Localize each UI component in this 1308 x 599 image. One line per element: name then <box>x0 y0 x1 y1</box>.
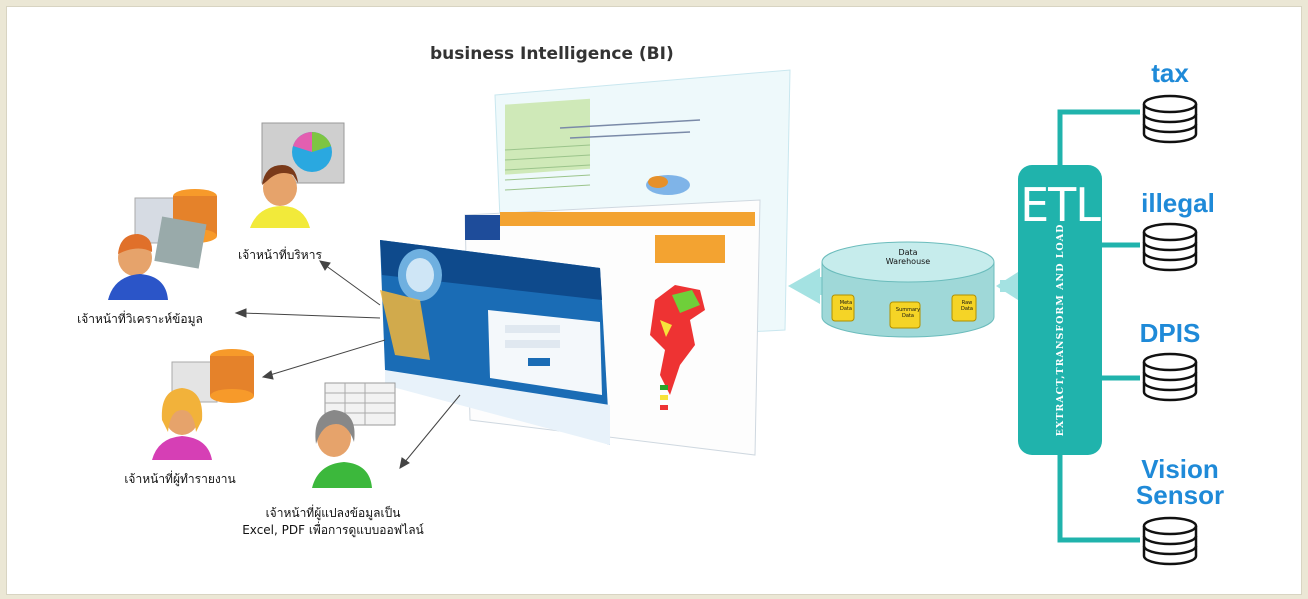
user-label-reporter: เจ้าหน้าที่ผู้ทำรายงาน <box>124 472 236 486</box>
warehouse-title: Data Warehouse <box>885 248 931 266</box>
source-connectors <box>1057 109 1140 543</box>
database-icon <box>1142 352 1198 402</box>
user-label-executive: เจ้าหน้าที่บริหาร <box>238 248 322 262</box>
data-warehouse-icon <box>821 241 995 338</box>
source-label-vision-sensor: Vision Sensor <box>1135 454 1225 510</box>
user-label-converter: เจ้าหน้าที่ผู้แปลงข้อมูลเป็น Excel, PDF … <box>242 506 424 537</box>
person-reporter <box>152 349 254 460</box>
source-label-illegal: illegal <box>1141 188 1215 218</box>
user-label-analyst: เจ้าหน้าที่วิเคราะห์ข้อมูล <box>77 312 203 326</box>
person-analyst <box>108 189 217 300</box>
database-icon <box>1142 516 1198 566</box>
source-label-dpis: DPIS <box>1139 318 1201 348</box>
source-label-tax: tax <box>1151 58 1189 88</box>
person-converter <box>312 382 396 488</box>
warehouse-meta-data: Meta Data <box>839 300 853 312</box>
etl-subtitle: Extract,Transform and Load <box>1055 223 1066 437</box>
database-icon <box>1142 94 1198 144</box>
warehouse-summary-data: Summary Data <box>895 307 921 319</box>
database-icon <box>1142 222 1198 272</box>
flow-arrows <box>788 268 1018 304</box>
etl-title: ETL <box>1020 178 1101 232</box>
etl-block <box>1018 165 1102 455</box>
screenshot-front <box>380 240 610 445</box>
user-arrows <box>234 260 461 469</box>
diagram-title: business Intelligence (BI) <box>430 44 674 64</box>
person-executive <box>250 122 345 228</box>
warehouse-raw-data: Raw Data <box>961 300 973 312</box>
